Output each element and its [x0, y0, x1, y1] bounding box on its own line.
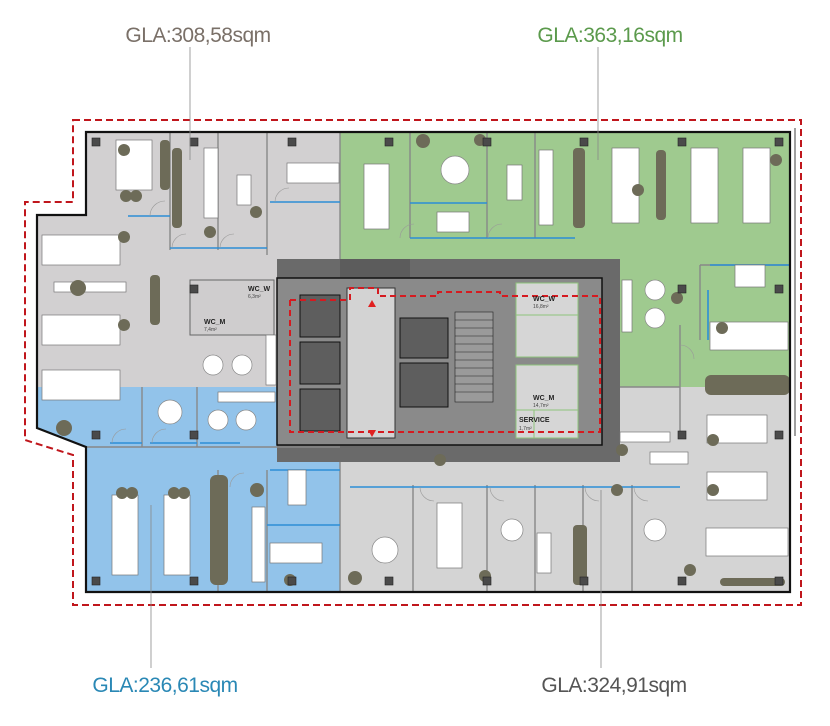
columns [91, 137, 784, 586]
svg-text:7,4m²: 7,4m² [204, 327, 217, 333]
svg-text:14,7m²: 14,7m² [533, 403, 549, 409]
room-service: SERVICE 1,7m² [519, 417, 550, 432]
gla-label-blue-zone: GLA:236,61sqm [92, 674, 237, 697]
desks [41, 139, 789, 583]
svg-text:WC_W: WC_W [248, 286, 271, 293]
svg-text:16,8m²: 16,8m² [533, 304, 549, 310]
room-wc-m-left: WC_M 7,4m² [204, 319, 226, 333]
svg-text:1,7m²: 1,7m² [519, 426, 532, 432]
gla-boundary [24, 119, 802, 606]
svg-text:WC_M: WC_M [533, 395, 555, 402]
svg-text:WC_W: WC_W [533, 296, 556, 303]
svg-text:SERVICE: SERVICE [519, 417, 550, 424]
room-wc-m-core: WC_M 14,7m² [533, 395, 555, 409]
round-tables [157, 155, 667, 564]
gla-label-green-zone: GLA:363,16sqm [537, 24, 682, 47]
doors [111, 187, 695, 502]
gla-label-lightgray-zone: GLA:324,91sqm [541, 674, 686, 697]
room-wc-w-left: WC_W 6,3m² [248, 286, 271, 300]
building-core [189, 259, 620, 462]
svg-text:WC_M: WC_M [204, 319, 226, 326]
zone-green-top-right [340, 132, 790, 387]
room-wc-w-core: WC_W 16,8m² [533, 296, 556, 310]
gla-label-gray-zone: GLA:308,58sqm [125, 24, 270, 47]
svg-text:6,3m²: 6,3m² [248, 294, 261, 300]
exterior-wall [35, 130, 792, 594]
